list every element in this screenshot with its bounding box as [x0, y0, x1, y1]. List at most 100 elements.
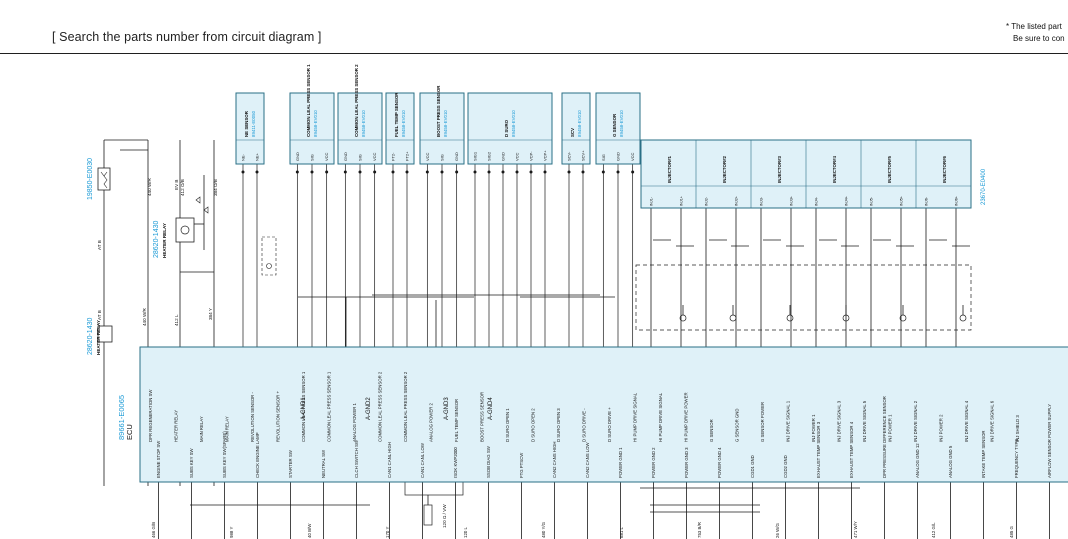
- pin-dot: [631, 170, 635, 174]
- ecu-upper-pin: D SURO OPEN 2: [531, 408, 536, 442]
- sensor-box-gsensor: [595, 92, 641, 165]
- ecu-upper-pin: D SURO DRIVE -: [582, 408, 587, 442]
- ecu-bottom-wire-label: 988 Y: [229, 527, 234, 538]
- ecu-lower-pin: ANALOG GND 12: [915, 443, 920, 478]
- ecu-upper-pin: HI PUMP DRIVE POWER: [684, 392, 689, 442]
- ecu-bottom-wire-label: 753 B/R: [697, 522, 702, 538]
- sensor-pin-ne: NE+: [255, 152, 260, 161]
- glow-relay-symbol: [175, 217, 195, 243]
- injector-pin: INJ1+: [680, 195, 684, 206]
- injector-name: INJECTOR#4: [832, 155, 837, 183]
- pin-dot: [425, 170, 429, 174]
- injector-name: INJECTOR#1: [667, 155, 672, 183]
- ecu-upper-pin: MAIN RELAY: [225, 416, 230, 442]
- sensor-pin-dsuro: VCP-: [529, 151, 534, 161]
- injector-pin: INJ4+: [845, 195, 849, 206]
- injector-pin: INJ6+: [955, 195, 959, 206]
- pin-dot: [473, 170, 477, 174]
- sensor-pin-boost: VCC: [425, 152, 430, 161]
- relay-coil: [180, 225, 190, 235]
- injector-pin: INJ3-: [760, 196, 764, 206]
- shield-ground-symbol: [786, 314, 794, 322]
- sensor-name-cr1: COMMON LEAL PRESS SENSOR 1: [306, 64, 311, 137]
- sensor-pin-cr1: VCC: [324, 152, 329, 161]
- ecu-lower-pin: FTG PTSCW: [519, 452, 524, 478]
- ecu-upper-pin: D SURO OPEN 3: [556, 408, 561, 442]
- wire-label: EV B: [174, 180, 179, 190]
- ecu-upper-pin: INJ POWER 1: [811, 414, 816, 442]
- ecu-bottom-wire-label: 170 Y: [385, 527, 390, 538]
- sensor-part-gsensor: 89458-EV010: [619, 110, 624, 137]
- resistor-label: 120 Ω / VW: [442, 504, 447, 528]
- ecu-bottom-wire-label: 480 Y/G: [541, 521, 546, 538]
- pin-dot: [529, 170, 533, 174]
- sensor-pin-gsensor: GND: [616, 152, 621, 161]
- wiring-layer: [103, 139, 1050, 539]
- ecu-upper-pin: ANALOG POWER 2: [429, 402, 434, 442]
- ecu-bottom-wire-label: 681 L: [619, 526, 624, 538]
- sensor-pin-dsuro: GND: [501, 152, 506, 161]
- sensor-name-ne: NE SENSOR: [244, 110, 249, 137]
- ecu-lower-pin: AIRFLOW SENSOR POWER SUPPLY: [1047, 404, 1052, 478]
- sensor-box-fuel: [385, 92, 415, 165]
- pin-dot: [295, 170, 299, 174]
- pin-dot: [310, 170, 314, 174]
- sensor-part-dsuro: 89458-EV010: [511, 110, 516, 137]
- sensor-pin-cr2: SIG: [358, 154, 363, 161]
- ecu-upper-pin: INJ DRIVE SIGNAL 3: [837, 400, 842, 442]
- pin-dot: [581, 170, 585, 174]
- pin-dot: [515, 170, 519, 174]
- glow-relay-label: HEATER RELAY: [162, 223, 167, 258]
- sensor-box-cr2: [337, 92, 383, 165]
- sensor-pin-dsuro: SIG2: [487, 151, 492, 161]
- ecu-agnd-label: A-GND2: [366, 397, 372, 420]
- pin-dot: [440, 170, 444, 174]
- sensor-pin-dsuro: VCP+: [543, 150, 548, 161]
- wire-label: AT B: [97, 240, 102, 250]
- ecu-lower-pin: EXHAUST TEMP SENSOR 4: [849, 421, 854, 478]
- ecu-lower-pin: SUBS KEY SW(SPARE): [222, 431, 227, 478]
- ecu-upper-pin: INJ DRIVE SIGNAL 6: [990, 400, 995, 442]
- ecu-upper-pin: HI PUMP DRIVE SIGNAL: [658, 392, 663, 442]
- glow-relay-part-number: 28620-1430: [153, 221, 160, 258]
- ecu-lower-pin: FREQUENCY TYPE: [1014, 439, 1019, 478]
- sensor-pin-boost: GND: [454, 152, 459, 161]
- ecu-lower-pin: POWER GND 2: [651, 447, 656, 478]
- pin-dot: [501, 170, 505, 174]
- pin-dot: [405, 170, 409, 174]
- ecu-upper-pin: ANALOG POWER 1: [352, 402, 357, 442]
- sensor-part-ne: 89411-E0050: [251, 110, 256, 137]
- ecu-label: ECU: [125, 424, 134, 440]
- injector-name: INJECTOR#2: [722, 155, 727, 183]
- sensor-name-cr2: COMMON LEAL PRESS SENSOR 2: [354, 64, 359, 137]
- pin-dot: [567, 170, 571, 174]
- pin-dot: [616, 170, 620, 174]
- sensor-pin-ne: NE-: [241, 153, 246, 161]
- ecu-lower-pin: CLCH SWITCH SW: [354, 439, 359, 478]
- wire-label: 440 W/R: [147, 177, 152, 196]
- sensor-part-fuel: 89458-EV010: [401, 110, 406, 137]
- ecu-agnd-label: A-GND3: [444, 397, 450, 420]
- ecu-lower-pin: ANALOG GND 5: [948, 445, 953, 478]
- sensor-pin-dsuro: VCC: [515, 152, 520, 161]
- injector-part-number: 23670-E0400: [981, 168, 987, 205]
- ne-sensor-shield: [261, 236, 277, 276]
- ecu-bottom-wire-label: 485 G: [1009, 525, 1014, 538]
- wire-label: 412 O/B: [180, 179, 185, 196]
- ecu-lower-pin: SUBS KEY SW: [189, 448, 194, 478]
- header-divider: [0, 53, 1068, 54]
- ecu-bottom-wire-label: 120 L: [463, 526, 468, 538]
- injector-pin: INJ2-: [705, 196, 709, 206]
- ecu-upper-pin: G SENSOR POWER: [760, 402, 765, 442]
- ecu-upper-pin: INJ POWER 1: [888, 414, 893, 442]
- fuse-symbol: [97, 167, 111, 191]
- sensor-box-scv: [561, 92, 591, 165]
- sensor-box-ne: [235, 92, 265, 165]
- sensor-name-gsensor: G SENSOR: [612, 113, 617, 137]
- ecu-lower-pin: ISOK KWP2000: [453, 447, 458, 478]
- injector-pin: INJ3+: [790, 195, 794, 206]
- ecu-upper-pin: INJ POWER 2: [939, 414, 944, 442]
- ecu-lower-pin: CAN1 CANL LOW: [420, 442, 425, 478]
- injector-pin: INJ5-: [870, 196, 874, 206]
